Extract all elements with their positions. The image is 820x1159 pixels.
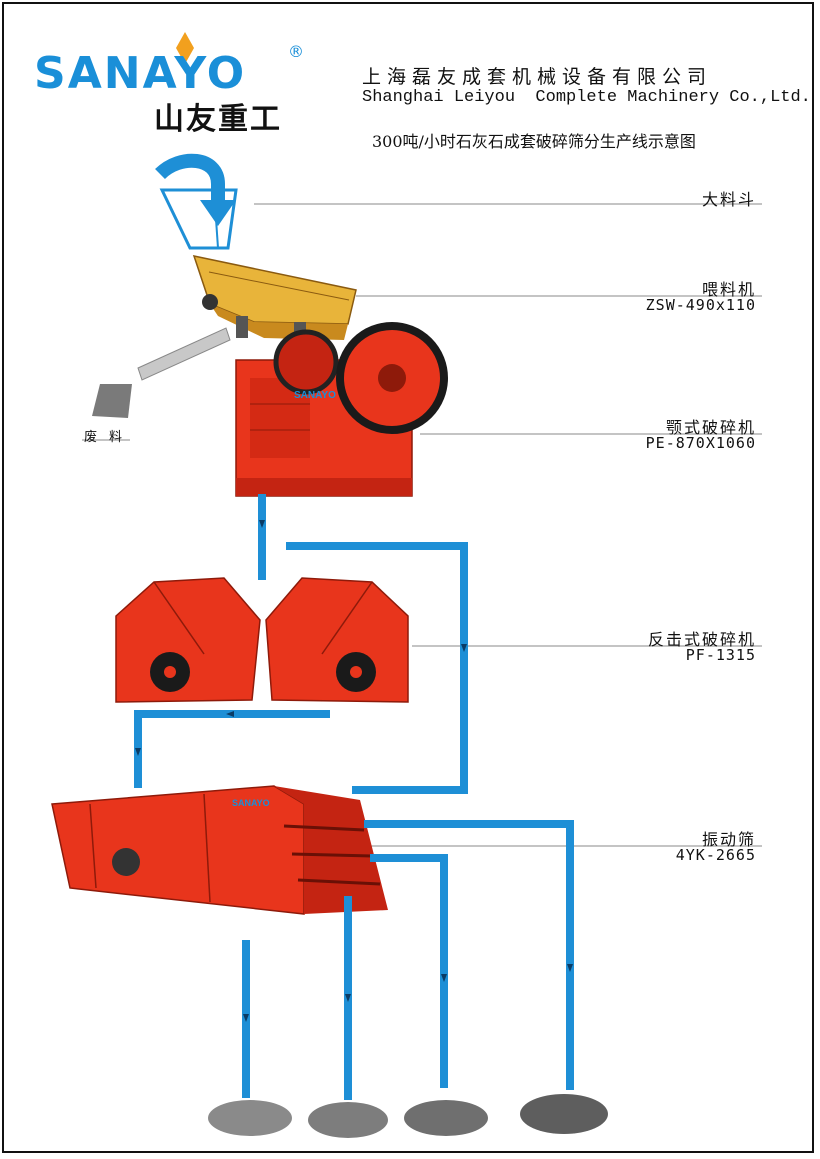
- product-pile-4: [520, 1094, 608, 1134]
- product-pile-3: [404, 1100, 488, 1136]
- impact-crusher-right: [266, 578, 408, 702]
- label-feeder-model: ZSW-490x110: [646, 296, 756, 314]
- waste-pile: [92, 384, 132, 418]
- impact-crusher-left: [116, 578, 260, 702]
- diagram-subtitle: 300吨/小时石灰石成套破碎筛分生产线示意图: [372, 128, 696, 152]
- jaw-brand-badge: SANAYO: [294, 390, 336, 401]
- logo-brand: SANAYO: [34, 48, 246, 99]
- flow-screen-out-4: [364, 824, 570, 1090]
- logo-registered: ®: [288, 42, 304, 61]
- vibrating-feeder: [194, 256, 356, 342]
- label-impact-model: PF-1315: [686, 646, 756, 664]
- screen-brand-badge: SANAYO: [232, 798, 270, 808]
- product-pile-1: [208, 1100, 292, 1136]
- product-pile-2: [308, 1102, 388, 1138]
- flow-impact-to-screen: [138, 714, 330, 788]
- label-jaw-model: PE-870X1060: [646, 434, 756, 452]
- jaw-crusher: [236, 326, 444, 496]
- company-name-en: Shanghai Leiyou Complete Machinery Co.,L…: [362, 88, 811, 107]
- vibrating-screen: [52, 786, 388, 914]
- production-line-diagram: [4, 4, 814, 1153]
- waste-chute: [138, 328, 230, 380]
- label-screen-model: 4YK-2665: [676, 846, 756, 864]
- logo-cn: 山友重工: [154, 94, 282, 138]
- company-name-cn: 上海磊友成套机械设备有限公司: [362, 62, 712, 89]
- product-piles: [208, 1094, 608, 1138]
- label-hopper-name: 大料斗: [702, 186, 756, 210]
- waste-label: 废料: [84, 426, 134, 445]
